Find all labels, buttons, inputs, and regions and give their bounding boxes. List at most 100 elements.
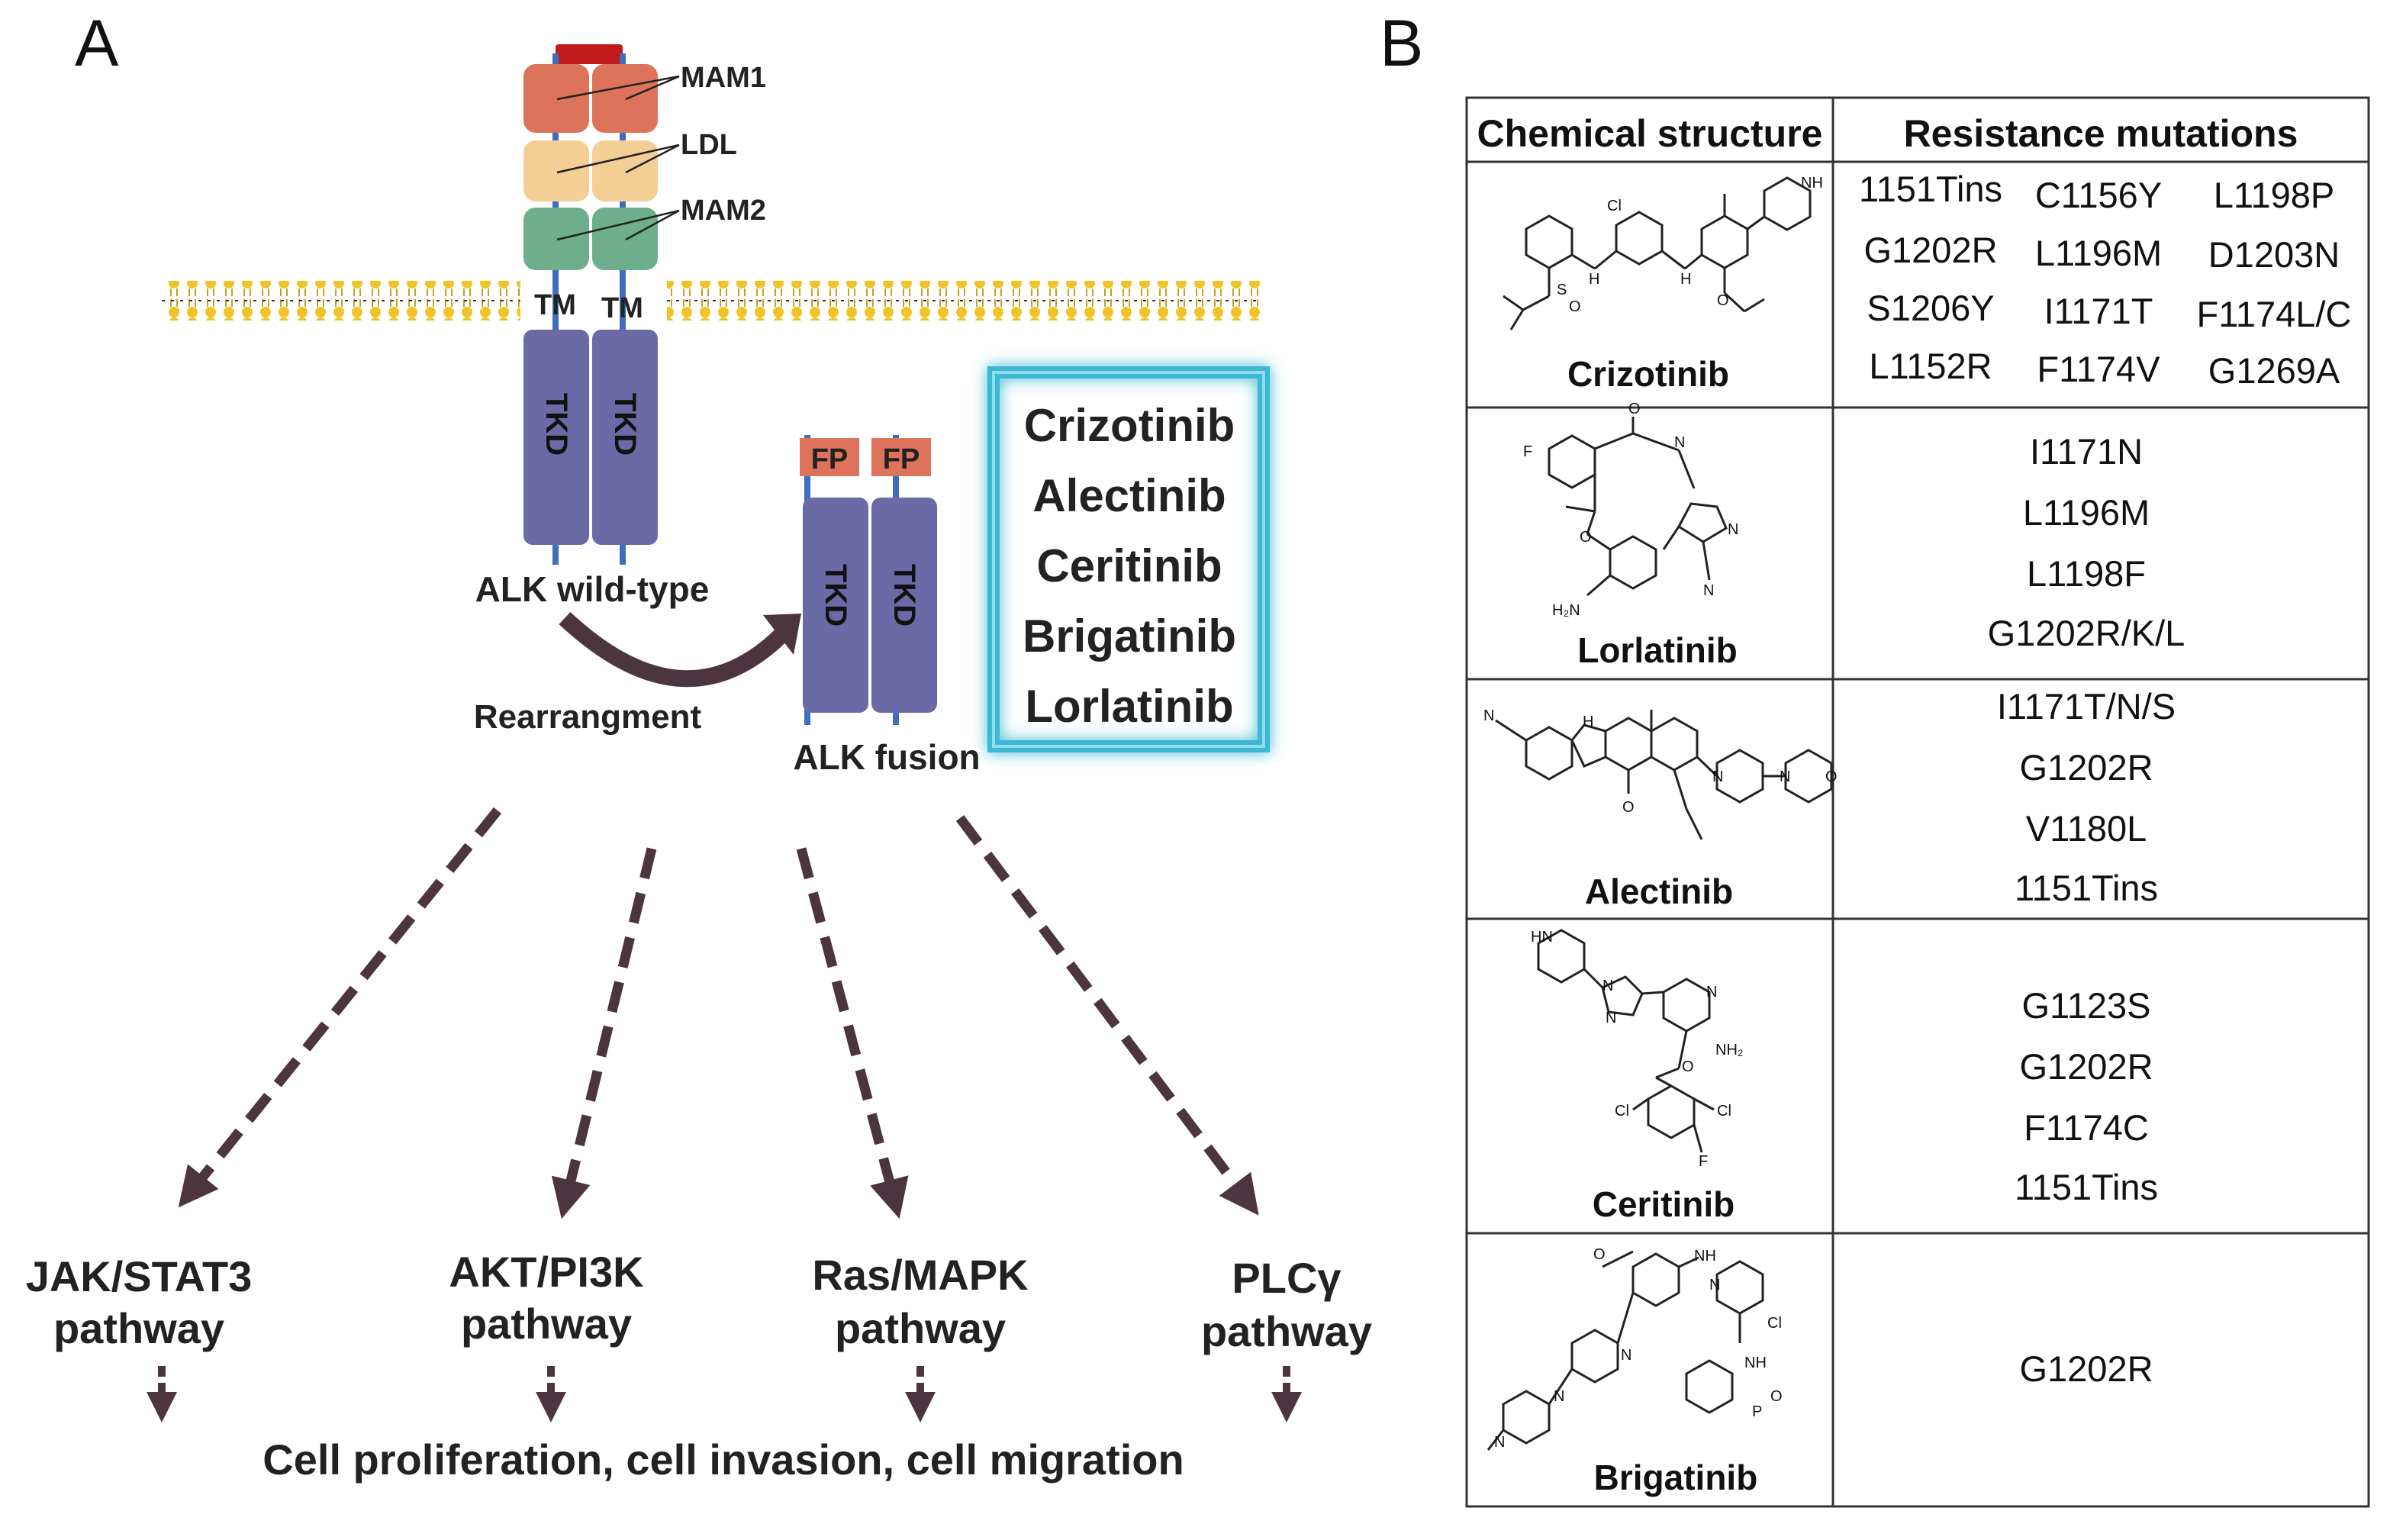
mam1-label: MAM1 [681,62,766,94]
cell-membrane [162,281,1262,321]
fusion-tkd-label-left: TKD [819,564,852,627]
header-resistance-mutations: Resistance mutations [1904,112,2298,155]
compound-name-lorlatinib: Lorlatinib [1577,630,1738,670]
drug-alectinib: Alectinib [1032,470,1226,521]
mutation: L1152R [1869,346,1992,386]
svg-text:H₂N: H₂N [1552,602,1580,619]
svg-text:N: N [1780,768,1790,785]
drug-ceritinib: Ceritinib [1036,540,1222,591]
arrow-akt-pi3k [551,847,657,1219]
svg-text:N: N [1606,1010,1616,1026]
svg-text:NH₂: NH₂ [1715,1042,1744,1058]
mutation: I1171T [2044,291,2153,331]
ldl-domain [523,140,589,201]
svg-text:N: N [1706,984,1717,1000]
svg-text:HN: HN [1531,929,1553,946]
svg-text:NH: NH [1744,1355,1767,1371]
pathway-jak-stat3-line1: JAK/STAT3 [26,1252,253,1300]
drug-lorlatinib: Lorlatinib [1025,681,1233,732]
compound-name-brigatinib: Brigatinib [1594,1458,1758,1497]
panel-a-letter: A [75,7,119,80]
mutation: V1180L [2026,808,2147,849]
svg-text:O: O [1593,1246,1606,1263]
svg-text:O: O [1580,529,1592,546]
mutation: G1269A [2208,350,2340,391]
svg-text:S: S [1557,282,1567,298]
resistance-table: Chemical structure Resistance mutations [1465,96,2370,1508]
svg-text:N: N [1494,1434,1505,1451]
svg-text:O: O [1622,799,1635,816]
mutation: 1151Tins [1859,169,2002,209]
alectinib-structure: N H O N N O [1483,707,1838,840]
rearrangement-label: Rearrangment [474,698,702,736]
compound-name-crizotinib: Crizotinib [1567,354,1729,394]
fp-domain [800,438,859,476]
mutation: L1198F [2027,553,2146,594]
svg-text:O: O [1628,401,1641,417]
svg-text:N: N [1703,582,1714,599]
svg-text:O: O [1682,1058,1694,1075]
pathways: JAK/STAT3 pathway AKT/PI3K pathway Ras/M… [26,1248,1372,1355]
alk-fusion-label: ALK fusion [793,737,980,777]
svg-text:F: F [1523,443,1532,460]
svg-text:O: O [1717,292,1729,309]
table-row: Cl NH H H S O O Crizotinib 1151Tins C115… [1503,169,2351,394]
outcome-arrows [147,1366,1302,1422]
receptor-cap [556,44,623,64]
mam2-domain [523,208,589,270]
ceritinib-structure: HN N N N NH₂ O Cl Cl F [1531,929,1744,1170]
pathway-plcg-line1: PLCγ [1232,1254,1341,1302]
fusion-tkd-label-right: TKD [887,564,921,627]
svg-text:NH: NH [1801,175,1823,192]
pathway-ras-mapk-line1: Ras/MAPK [812,1251,1028,1299]
alk-wildtype-receptor: MAM1 LDL MAM2 TM TM TKD TKD ALK wild-typ… [475,44,766,609]
crizotinib-structure: Cl NH H H S O O [1503,175,1823,330]
mutation: G1123S [2022,985,2151,1026]
table-row: HN N N N NH₂ O Cl Cl F Ceritinib G1123S … [1531,929,2158,1224]
svg-text:N: N [1621,1347,1631,1364]
mutation: 1151Tins [2015,868,2158,908]
mutation: S1206Y [1867,288,1994,328]
svg-text:N: N [1712,768,1723,785]
mutation: G1202R [2019,1348,2153,1389]
mutation: I1171N [2030,431,2143,472]
mam1-domain [523,64,589,133]
svg-text:P: P [1752,1403,1762,1420]
mutation: G1202R/K/L [1988,613,2185,653]
arrow-plcg [955,815,1259,1216]
arrow-ras-mapk [796,847,909,1219]
tm-label-right: TM [601,292,643,324]
svg-text:N: N [1483,707,1494,724]
svg-text:NH: NH [1694,1248,1716,1265]
table-row: N H O N N O Alectinib I1171T/N/S G1202R … [1483,686,2176,911]
mutation: L1198P [2214,175,2335,215]
alk-fusion-receptor: FP FP TKD TKD ALK fusion [793,435,981,777]
outcome-label: Cell proliferation, cell invasion, cell … [263,1435,1184,1484]
svg-text:N: N [1728,521,1738,538]
svg-text:Cl: Cl [1767,1315,1782,1332]
drug-crizotinib: Crizotinib [1024,400,1235,451]
svg-text:H: H [1589,271,1599,288]
pathway-ras-mapk-line2: pathway [835,1304,1006,1352]
pathway-plcg-line2: pathway [1201,1307,1372,1355]
table-row: O NH N Cl NH P O N N N Brigatinib G1202R [1487,1246,2153,1497]
mutation: L1196M [2023,492,2150,533]
lorlatinib-structure: F O N N O H₂N N [1523,401,1738,619]
ldl-label: LDL [681,129,737,161]
mam2-label: MAM2 [681,195,766,227]
drug-brigatinib: Brigatinib [1023,611,1236,662]
mutation: G1202R [2019,747,2153,788]
svg-text:N: N [1709,1277,1720,1294]
tkd-domain [523,330,589,545]
svg-text:F: F [1699,1153,1708,1170]
pathway-jak-stat3-line2: pathway [53,1304,224,1352]
alk-wildtype-label: ALK wild-type [475,569,710,609]
mutation: D1203N [2208,234,2340,275]
rearrangement-arrow [559,611,792,688]
svg-text:O: O [1569,298,1581,315]
svg-text:Cl: Cl [1615,1103,1629,1120]
svg-text:Cl: Cl [1717,1103,1731,1120]
mutation: G1202R [1863,230,1997,270]
panel-a: MAM1 LDL MAM2 TM TM TKD TKD ALK wild-typ… [26,44,1372,1484]
